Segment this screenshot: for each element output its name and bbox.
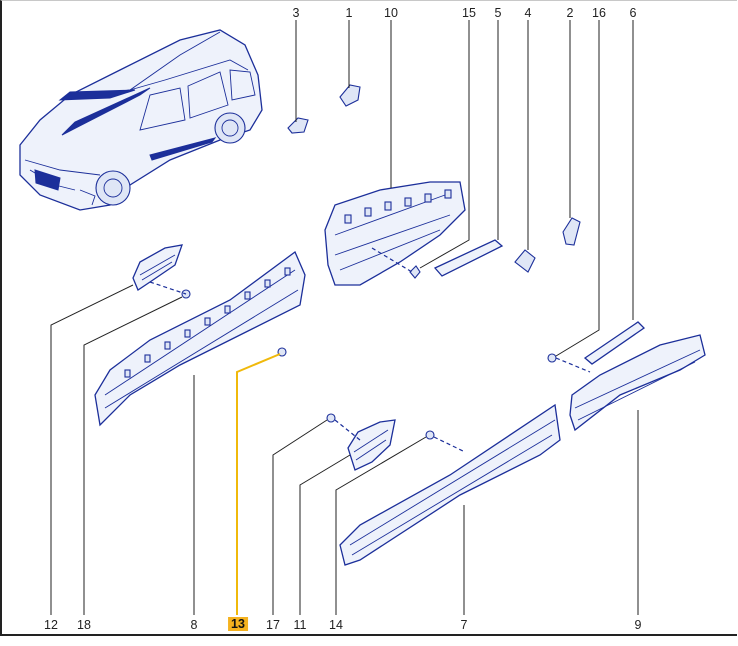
callout-10[interactable]: 10 <box>384 6 398 20</box>
part-11-vent <box>347 419 396 471</box>
callout-11[interactable]: 11 <box>293 618 307 632</box>
part-2-clip <box>562 217 581 246</box>
part-4-clip <box>514 249 536 273</box>
callout-14[interactable]: 14 <box>329 618 343 632</box>
callout-1[interactable]: 1 <box>345 6 353 20</box>
part-7-trim-panel <box>339 403 561 566</box>
vehicle-illustration <box>19 29 263 211</box>
callout-13-highlighted[interactable]: 13 <box>228 617 248 631</box>
callout-15[interactable]: 15 <box>462 6 476 20</box>
part-12-vent <box>132 244 183 291</box>
part-1-clip <box>339 84 361 107</box>
part-15-clip <box>409 265 421 279</box>
part-17-clip <box>326 413 336 423</box>
part-3-clip <box>287 117 309 134</box>
part-16-clip <box>547 353 557 363</box>
callout-18[interactable]: 18 <box>77 618 91 632</box>
leader-lines <box>50 20 639 615</box>
callout-9[interactable]: 9 <box>634 618 642 632</box>
callout-3[interactable]: 3 <box>292 6 300 20</box>
part-6-badge <box>583 321 646 365</box>
callout-12[interactable]: 12 <box>44 618 58 632</box>
part-14-clip <box>425 430 435 440</box>
part-10-trim-panel <box>324 181 466 286</box>
part-8-trim-panel <box>94 250 306 427</box>
callout-2[interactable]: 2 <box>566 6 574 20</box>
part-9-trim-panel <box>569 334 706 432</box>
callout-7[interactable]: 7 <box>460 618 468 632</box>
callout-6[interactable]: 6 <box>629 6 637 20</box>
callout-4[interactable]: 4 <box>524 6 532 20</box>
callout-5[interactable]: 5 <box>494 6 502 20</box>
part-5-badge <box>433 239 504 277</box>
callout-17[interactable]: 17 <box>266 618 280 632</box>
callout-16[interactable]: 16 <box>592 6 606 20</box>
callout-8[interactable]: 8 <box>190 618 198 632</box>
